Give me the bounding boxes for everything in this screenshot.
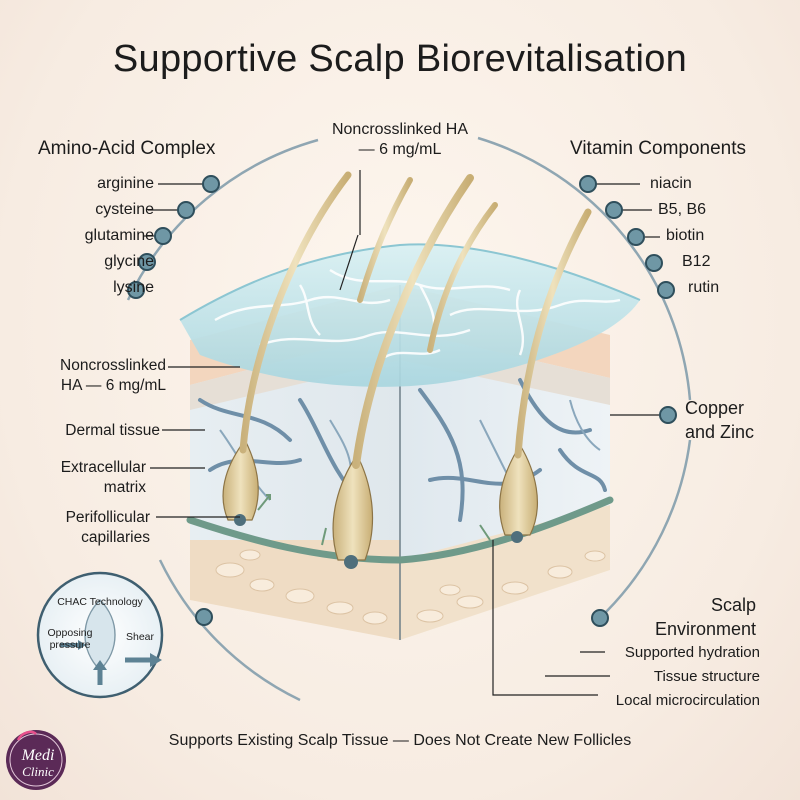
page-title: Supportive Scalp Biorevitalisation	[112, 38, 688, 80]
vitamin-list: niacin B5, B6 biotin B12 rutin	[648, 171, 719, 301]
amino-item: glycine	[104, 253, 154, 270]
logo-line1: Medi	[21, 747, 55, 764]
ecm-label: Extracellular matrix	[10, 458, 146, 498]
vitamin-item: B5, B6	[658, 201, 707, 218]
chac-right: Shear	[126, 631, 155, 643]
top-ha-label: Noncrosslinked HA — 6 mg/mL	[310, 120, 490, 160]
copper-label: Copper and Zinc	[685, 396, 754, 444]
environment-heading: Scalp Environment	[600, 593, 756, 641]
copper-line2: and Zinc	[685, 422, 755, 442]
vitamin-node	[627, 228, 645, 246]
ecm-line2: matrix	[103, 479, 146, 496]
layer-leaders	[150, 170, 610, 696]
chac-inset: CHAC Technology Opposing pressure Shear	[36, 571, 164, 699]
amino-item: arginine	[97, 175, 154, 192]
footer-disclaimer: Supports Existing Scalp Tissue — Does No…	[168, 732, 632, 749]
chac-left-2: pressure	[50, 639, 91, 651]
vitamin-nodes	[579, 175, 675, 299]
amino-item: lysine	[113, 279, 154, 296]
top-ha-line1: Noncrosslinked HA	[331, 121, 469, 138]
vitamin-node	[579, 175, 597, 193]
vitamin-node	[657, 281, 675, 299]
copper-line1: Copper	[685, 398, 745, 418]
amino-node	[202, 175, 220, 193]
ha-layer-line1: Noncrosslinked	[60, 357, 166, 374]
ring-node	[591, 609, 609, 627]
vitamin-node	[605, 201, 623, 219]
environment-line2: Environment	[654, 619, 756, 639]
amino-node	[127, 281, 145, 299]
hair-follicles	[222, 171, 592, 569]
environment-line1: Scalp	[710, 595, 756, 615]
ring-node	[195, 608, 213, 626]
vitamin-item: rutin	[688, 279, 720, 296]
dermal-label: Dermal tissue	[65, 422, 160, 439]
environment-list: Supported hydration Tissue structure Loc…	[560, 641, 760, 713]
ecm-line1: Extracellular	[60, 459, 146, 476]
amino-node	[177, 201, 195, 219]
vitamin-leaders	[596, 183, 660, 238]
environment-item: Tissue structure	[653, 668, 760, 685]
chac-left-1: Opposing	[48, 627, 93, 639]
amino-item: glutamine	[84, 227, 154, 244]
amino-node	[154, 227, 172, 245]
vitamin-heading: Vitamin Components	[570, 138, 747, 159]
chac-title: CHAC Technology	[57, 596, 143, 608]
amino-heading: Amino-Acid Complex	[38, 138, 216, 159]
environment-item: Local microcirculation	[615, 692, 760, 709]
logo: Medi Clinic	[6, 730, 66, 790]
capillaries-label: Perifollicular capillaries	[10, 508, 150, 548]
ha-gel-layer	[179, 243, 641, 387]
vitamin-node	[645, 254, 663, 272]
environment-item: Supported hydration	[624, 644, 760, 661]
amino-list: arginine cysteine glutamine glycine lysi…	[60, 171, 154, 301]
vitamin-item: niacin	[650, 175, 692, 192]
vitamin-item: biotin	[666, 227, 705, 244]
ha-layer-line2: HA — 6 mg/mL	[60, 377, 166, 394]
surrounding-ring	[126, 136, 692, 702]
top-ha-line2: — 6 mg/mL	[358, 141, 442, 158]
ha-layer-label: Noncrosslinked HA — 6 mg/mL	[20, 356, 166, 396]
logo-line2: Clinic	[22, 764, 54, 779]
amino-nodes	[127, 175, 220, 299]
capillaries-line2: capillaries	[81, 529, 150, 546]
amino-node	[138, 253, 156, 271]
copper-node	[659, 406, 677, 424]
vitamin-item: B12	[682, 253, 711, 270]
capillaries-line1: Perifollicular	[65, 509, 150, 526]
amino-item: cysteine	[95, 201, 154, 218]
